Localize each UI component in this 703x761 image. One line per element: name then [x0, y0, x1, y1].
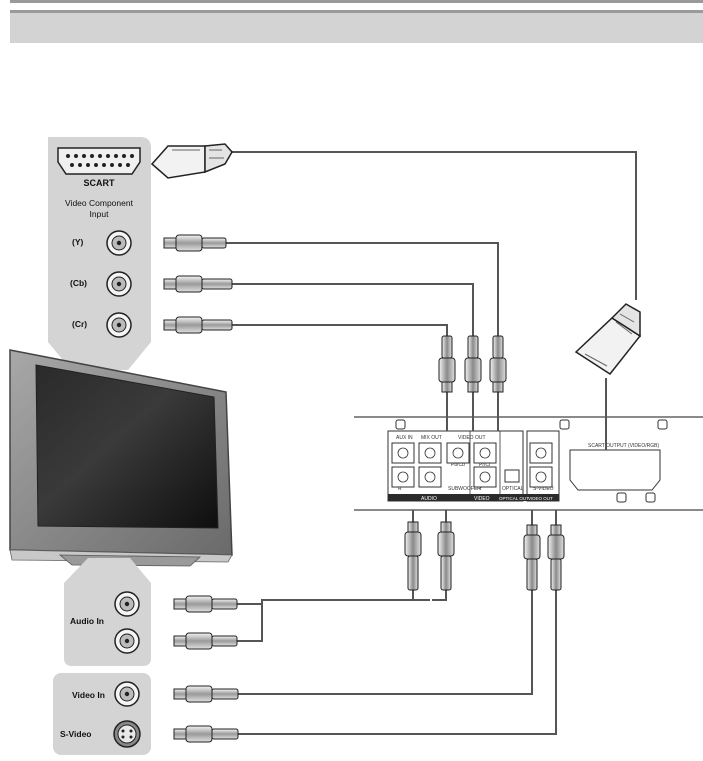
- cr-jack-icon: [106, 312, 132, 338]
- audio-in-right-jack-icon: [114, 628, 140, 654]
- audio-section-label: AUDIO: [421, 496, 437, 502]
- rca-plugs-component-vertical: [438, 335, 507, 393]
- svideo-small-label: S-VIDEO: [533, 486, 554, 492]
- video-in-label: Video In: [72, 690, 105, 700]
- svideo-label: S-Video: [60, 729, 92, 739]
- scart-label: SCART: [84, 178, 116, 188]
- optical-port-icon: [504, 469, 520, 483]
- cables: [226, 151, 637, 735]
- optical-out-label: OPTICAL OUT: [499, 496, 529, 501]
- r-label: R: [398, 486, 402, 492]
- scart-socket-icon: [57, 147, 141, 175]
- scart-plug-player-icon: [574, 303, 642, 376]
- y-label: (Y): [72, 237, 84, 247]
- scart-small-label: SCART OUTPUT (VIDEO/RGB): [588, 443, 659, 449]
- mix-out-label: MIX OUT: [421, 435, 442, 441]
- aux-in-label: AUX IN: [396, 435, 413, 441]
- cb-jack-icon: [106, 271, 132, 297]
- video-out-label: VIDEO OUT: [458, 435, 486, 441]
- video-section-label: VIDEO: [474, 496, 490, 502]
- top-rule: [10, 0, 703, 3]
- pr-label: Pr/Cr: [479, 462, 491, 468]
- cr-label: (Cr): [72, 319, 87, 329]
- audio-in-label: Audio In: [70, 616, 104, 626]
- tv-input-panel-top: SCART Video Component Input (Y) (Cb) (Cr…: [48, 137, 151, 370]
- video-out-2-label: VIDEO OUT: [528, 496, 553, 501]
- scart-plug-tv-icon: [150, 143, 233, 179]
- svideo-jack-icon: [113, 720, 141, 748]
- pb-label: Pb/Cb: [451, 462, 465, 468]
- player-scart-output-icon: SCART OUTPUT (VIDEO/RGB): [569, 443, 661, 491]
- tv-audio-panel: Audio In: [64, 558, 151, 666]
- header-bar: [10, 10, 703, 43]
- rca-plugs-bottom-vertical: [404, 521, 565, 591]
- y-jack-icon: [106, 230, 132, 256]
- video-in-jack-icon: [114, 681, 140, 707]
- rca-plugs-horizontal: [163, 234, 239, 743]
- component-title-line2: Input: [90, 209, 110, 219]
- optical-label: OPTICAL: [502, 486, 524, 492]
- tv-video-panel: Video In S-Video: [53, 673, 151, 755]
- cb-label: (Cb): [70, 278, 87, 288]
- y-small-label: Y: [479, 486, 483, 492]
- audio-in-left-jack-icon: [114, 591, 140, 617]
- component-title-line1: Video Component: [65, 198, 134, 208]
- television-icon: [9, 349, 233, 567]
- player-rear-panel: AUX IN MIX OUT VIDEO OUT AUDIO VIDEO OPT…: [354, 416, 703, 511]
- subwoofer-label: SUBWOOFER: [448, 486, 481, 492]
